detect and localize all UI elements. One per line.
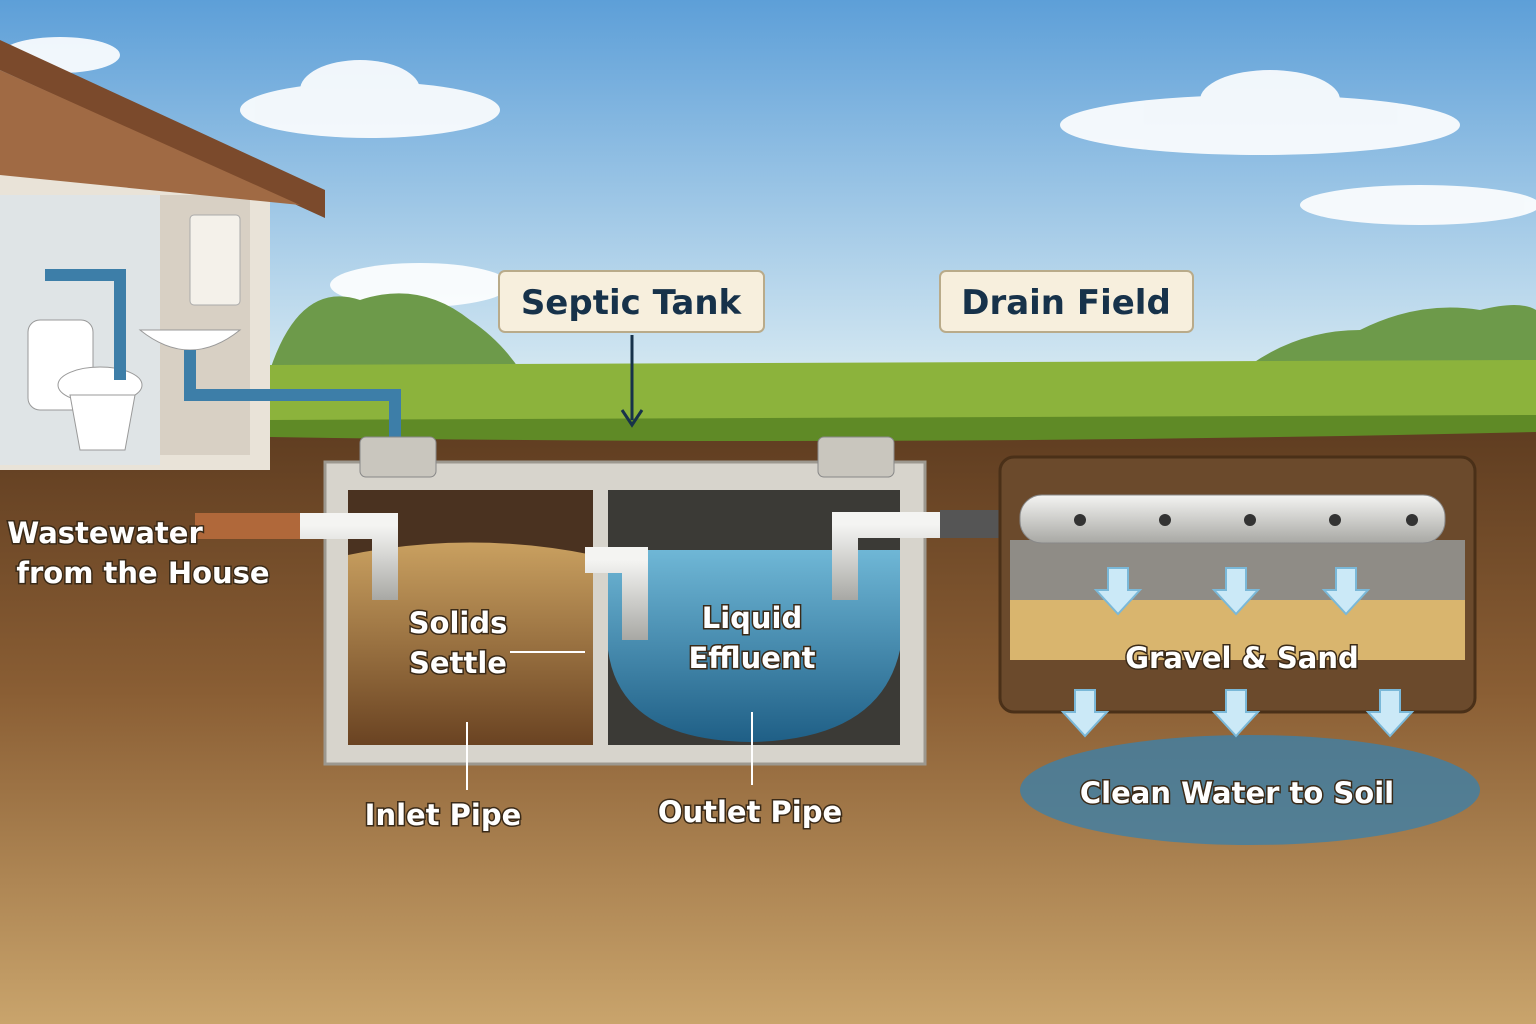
- baffle-pipe: [585, 547, 648, 640]
- drain-field-title: Drain Field: [961, 283, 1171, 323]
- wastewater-label-line2: from the House: [16, 556, 269, 590]
- house-plumbing: [45, 269, 401, 440]
- liquid-label-line2: Effluent: [688, 641, 815, 675]
- septic-tank-title-box: Septic Tank: [498, 270, 765, 333]
- wastewater-label: Wastewater: [7, 516, 203, 550]
- flow-arrows: [1060, 567, 1415, 738]
- roof: [0, 40, 325, 218]
- clouds: [0, 37, 1536, 307]
- trees-left: [270, 293, 520, 370]
- house: [0, 40, 401, 470]
- toilet: [27, 319, 143, 451]
- trees-right: [1250, 305, 1536, 365]
- septic-tank: [300, 436, 945, 766]
- outlet-pipe-label: Outlet Pipe: [658, 795, 842, 829]
- liquid-effluent: [608, 550, 900, 742]
- septic-tank-title: Septic Tank: [521, 283, 743, 323]
- drain-field: [998, 455, 1480, 845]
- sink: [138, 329, 242, 351]
- groundwater-pool: [1020, 735, 1480, 845]
- solids-label: Solids: [409, 606, 508, 640]
- outlet-access-lid: [817, 436, 895, 478]
- mirror-cabinet: [189, 214, 241, 306]
- drain-field-title-box: Drain Field: [939, 270, 1194, 333]
- solids-layer: [348, 542, 593, 745]
- leader-lines: [466, 651, 753, 790]
- liquid-label: Liquid: [702, 601, 803, 635]
- solids-label-line2: Settle: [409, 646, 507, 680]
- gravel-sand-label: Gravel & Sand: [1125, 641, 1359, 675]
- clean-water-label: Clean Water to Soil: [1080, 776, 1394, 810]
- inlet-access-lid: [359, 436, 437, 478]
- inlet-pipe-label: Inlet Pipe: [365, 798, 522, 832]
- inlet-pipe: [300, 513, 398, 600]
- outlet-pipe: [832, 512, 945, 600]
- perforated-pipe: [1019, 494, 1446, 544]
- arrow-down-icon: [620, 409, 644, 428]
- house-sewer-pipe: [195, 513, 305, 539]
